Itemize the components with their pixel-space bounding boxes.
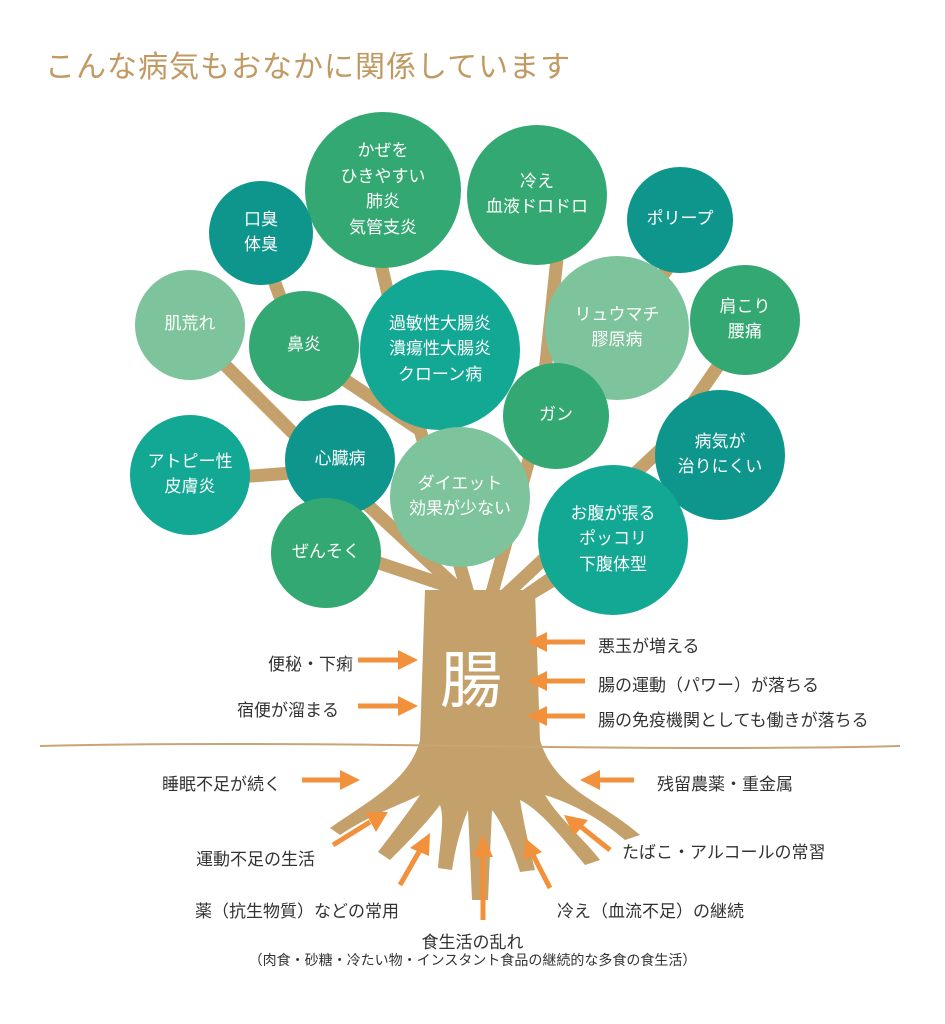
cause-cold: 冷え（血流不足）の継続 (557, 902, 744, 922)
disease-leaf: 病気が治りにくい (655, 390, 785, 520)
leaf-text: クローン病 (397, 364, 483, 385)
cause-smoking: たばこ・アルコールの常習 (622, 843, 826, 863)
leaf-text: ポッコリ (579, 529, 647, 550)
leaf-text: リュウマチ (574, 304, 660, 325)
leaf-text: 口臭 (244, 209, 278, 230)
leaf-text: ひきやすい (340, 166, 426, 187)
leaf-text: 肺炎 (366, 192, 400, 212)
cause-diet-detail: （肉食・砂糖・冷たい物・インスタント食品の継続的な多食の食生活） (248, 953, 697, 969)
disease-leaf: 肩こり腰痛 (690, 265, 800, 375)
trunk-label: 腸 (440, 644, 503, 717)
leaf-text: 効果が少ない (409, 499, 511, 519)
leaf-text: 病気が (694, 431, 746, 452)
disease-leaf: ダイエット効果が少ない (390, 427, 530, 567)
leaf-text: ポリープ (646, 209, 714, 230)
disease-leaf: かぜをひきやすい肺炎気管支炎 (305, 112, 461, 268)
arrows (302, 632, 634, 920)
disease-leaf: アトピー性皮膚炎 (130, 415, 250, 535)
symptom-immunity: 腸の免疫機関としても働きが落ちる (598, 711, 869, 731)
leaf-text: 腰痛 (728, 322, 762, 342)
cause-medicine: 薬（抗生物質）などの常用 (195, 902, 399, 922)
leaf-text: 気管支炎 (349, 217, 417, 238)
disease-leaf: 冷え血液ドロドロ (467, 125, 607, 265)
leaf-text: ダイエット (417, 473, 503, 494)
cause-exercise: 運動不足の生活 (196, 850, 315, 870)
disease-leaf: お腹が張るポッコリ下腹体型 (538, 465, 688, 615)
leaf-text: ガン (539, 405, 573, 426)
cause-chemicals: 残留農薬・重金属 (657, 775, 793, 795)
leaf-text: 下腹体型 (579, 554, 647, 575)
disease-leaf: ポリープ (627, 167, 733, 273)
leaf-text: 治りにくい (677, 457, 763, 477)
disease-leaf: 心臓病 (285, 405, 395, 515)
symptom-constipation: 便秘・下痢 (268, 655, 353, 675)
symptom-bad-bacteria: 悪玉が増える (598, 637, 700, 657)
leaf-text: 皮膚炎 (164, 477, 216, 497)
disease-leaf: ぜんそく (271, 498, 381, 608)
ground-line (39, 743, 901, 749)
leaf-text: アトピー性 (147, 451, 233, 472)
leaf-text: 体臭 (244, 235, 278, 255)
disease-leaf: 過敏性大腸炎潰瘍性大腸炎クローン病 (360, 270, 520, 430)
trunk (330, 590, 640, 900)
leaf-text: 鼻炎 (287, 335, 321, 356)
symptom-stool: 宿便が溜まる (237, 701, 339, 721)
page-title: こんな病気もおなかに関係しています (45, 50, 572, 85)
leaf-text: お腹が張る (570, 503, 656, 524)
leaf-text: 膠原病 (591, 330, 643, 350)
leaf-text: 肩こり (719, 296, 771, 317)
leaf-text: 肌荒れ (164, 314, 216, 335)
leaf-text: 潰瘍性大腸炎 (389, 339, 491, 360)
disease-leaf: 口臭体臭 (209, 181, 313, 285)
leaf-text: 血液ドロドロ (486, 197, 588, 217)
cause-sleep: 睡眠不足が続く (162, 775, 281, 795)
disease-leaf: 鼻炎 (249, 291, 359, 401)
disease-leaf: ガン (503, 363, 609, 469)
leaf-text: ぜんそく (292, 542, 360, 563)
leaf-text: 過敏性大腸炎 (389, 313, 491, 334)
disease-leaf: リュウマチ膠原病 (545, 256, 689, 400)
disease-leaf: 肌荒れ (135, 270, 245, 380)
leaf-text: 心臓病 (314, 449, 366, 470)
symptom-motility: 腸の運動（パワー）が落ちる (598, 676, 819, 696)
cause-diet: 食生活の乱れ (421, 933, 524, 953)
leaf-text: かぜを (357, 141, 409, 161)
leaf-text: 冷え (520, 171, 554, 192)
